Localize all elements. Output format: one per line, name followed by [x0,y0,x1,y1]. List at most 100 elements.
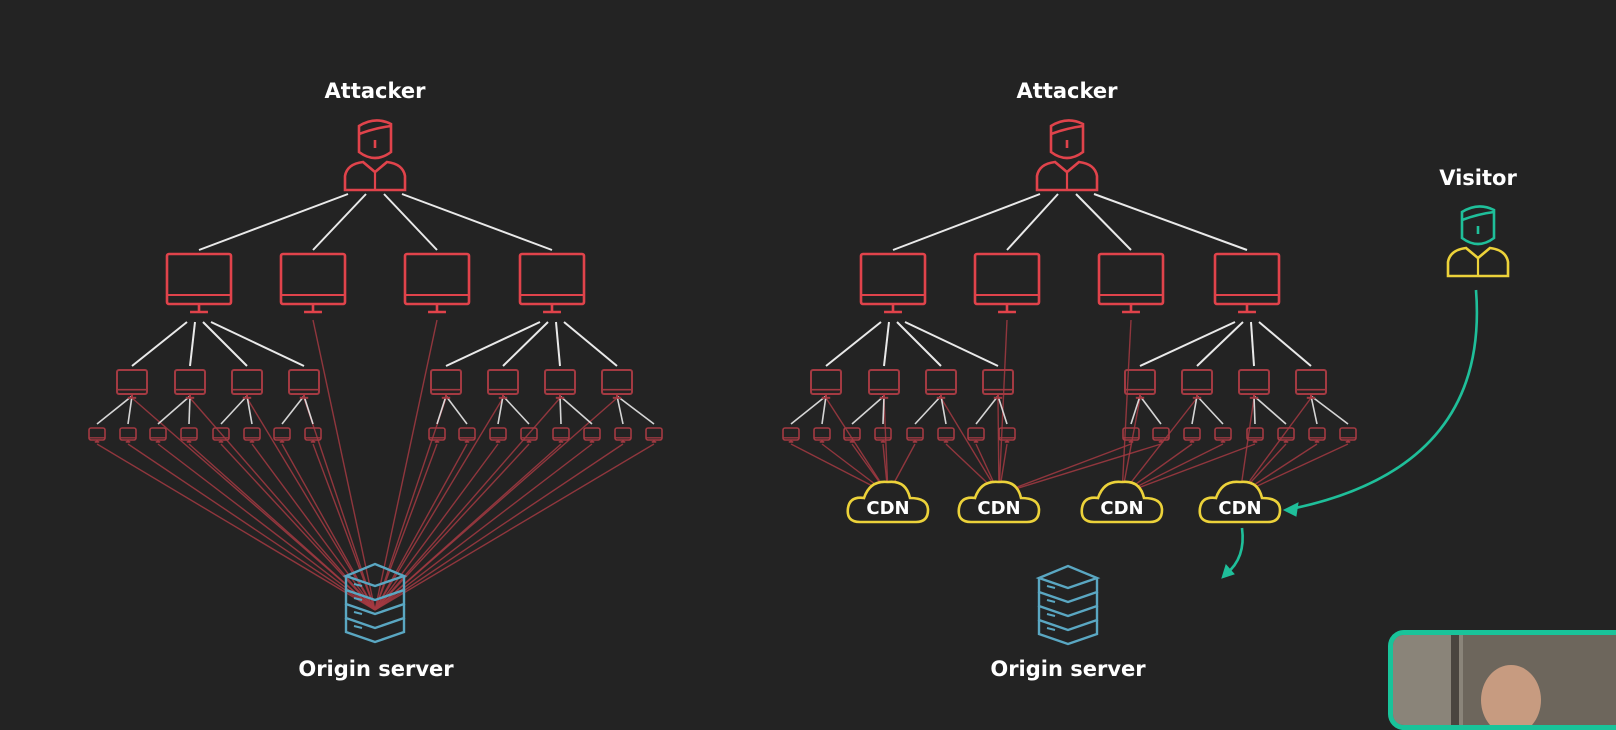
attack-traffic-line [883,397,889,495]
attack-traffic-line [374,443,624,611]
bot-computer-icon [88,427,106,443]
attacker-icon [343,119,407,192]
computer-to-bot-line [940,395,947,425]
computer-to-computer-line [555,321,561,367]
webcam-presenter [1481,665,1541,725]
computer-to-bot-line [1253,395,1256,425]
bot-computer-icon [212,427,230,443]
bot-computer-icon [458,427,476,443]
bot-computer-icon [304,427,322,443]
computer-icon [982,369,1014,399]
computer-to-computer-line [883,321,890,367]
bot-computer-icon [1246,427,1264,443]
computer-icon [925,369,957,399]
computer-to-computer-line [1258,321,1312,367]
computer-to-bot-line [1310,395,1349,425]
bot-computer-icon [813,427,831,443]
monitor-screen [1097,252,1165,306]
attack-traffic-line [127,443,376,611]
computer-to-bot-line [497,395,504,425]
server-layer [1037,592,1099,618]
computer-to-computer-line [131,321,188,367]
visitor-request-arrow [1285,289,1479,512]
computer-to-bot-line [559,395,562,425]
computer-icon [231,369,263,399]
webcam-overlay [1388,630,1616,730]
monitor-screen [518,252,586,306]
bot-computer-icon [998,427,1016,443]
computer-to-bot-line [975,395,999,425]
computer-to-bot-line [281,395,305,425]
server-layer [344,618,406,644]
webcam-door-frame [1451,635,1459,725]
bot-computer-icon [489,427,507,443]
computer-to-bot-line [445,395,468,425]
attack-traffic-line [997,397,1000,495]
server-layer [344,590,406,616]
attacker-to-computer-line [383,193,438,251]
computer-to-bot-line [790,395,827,425]
computer-icon [544,369,576,399]
attacker-to-computer-line [892,193,1041,251]
cloud-outline [1198,480,1282,524]
origin-server-icon [1035,564,1101,646]
attack-traffic-line [281,443,376,611]
attack-traffic-line [374,443,438,611]
computer-to-bot-line [914,395,942,425]
bot-computer-icon [1122,427,1140,443]
attack-traffic-line [374,443,655,611]
cloud-outline [846,480,930,524]
cdn-cloud-icon: CDN [1198,480,1282,524]
attacker-to-computer-line [1006,193,1059,251]
bot-computer-icon [782,427,800,443]
bot-computer-icon [645,427,663,443]
computer-icon [1097,252,1165,314]
computer-to-bot-line [851,395,885,425]
attack-traffic-line [157,443,376,611]
body-outline [1035,160,1099,192]
computer-icon [403,252,471,314]
attack-traffic-line [246,397,376,611]
arrow-head [1221,564,1235,579]
computer-to-bot-line [559,395,593,425]
server-layer [344,604,406,630]
computer-to-computer-line [210,321,305,367]
computer-to-bot-line [1130,395,1141,425]
server-layer [344,576,406,602]
computer-to-computer-line [189,321,196,367]
attack-traffic-line [998,319,1008,495]
computer-to-bot-line [220,395,248,425]
attacker-to-computer-line [312,193,367,251]
computer-icon [165,252,233,314]
bot-computer-icon [1183,427,1201,443]
server-light [353,597,363,601]
computer-icon [810,369,842,399]
attacker-icon [1035,119,1099,192]
head-outline [357,119,393,160]
monitor-screen [403,252,471,306]
right-diagram-with-cdn: CDN CDN CDN CDN [782,119,1357,646]
cdn-label: CDN [866,498,909,519]
head-outline [1460,205,1496,246]
cdn-label: CDN [977,498,1020,519]
attacker-to-computer-line [1093,193,1248,251]
cdn-cloud-icon: CDN [1080,480,1164,524]
visitor-label: Visitor [1439,166,1517,190]
arrow-head [1282,502,1299,517]
attack-traffic-line [1239,443,1349,495]
computer-icon [973,252,1041,314]
bot-computer-icon [1152,427,1170,443]
attack-traffic-line [312,319,376,611]
computer-icon [1213,252,1281,314]
computer-to-bot-line [1253,395,1287,425]
left-diagram-without-cdn [88,119,663,644]
computer-to-computer-line [502,321,549,367]
bot-computer-icon [1277,427,1295,443]
body-outline [1446,246,1510,278]
attacker-to-computer-line [198,193,349,251]
cdn-label: CDN [1218,498,1261,519]
computer-icon [1238,369,1270,399]
attack-traffic-line [374,397,561,611]
server-light [353,583,363,587]
computer-icon [487,369,519,399]
